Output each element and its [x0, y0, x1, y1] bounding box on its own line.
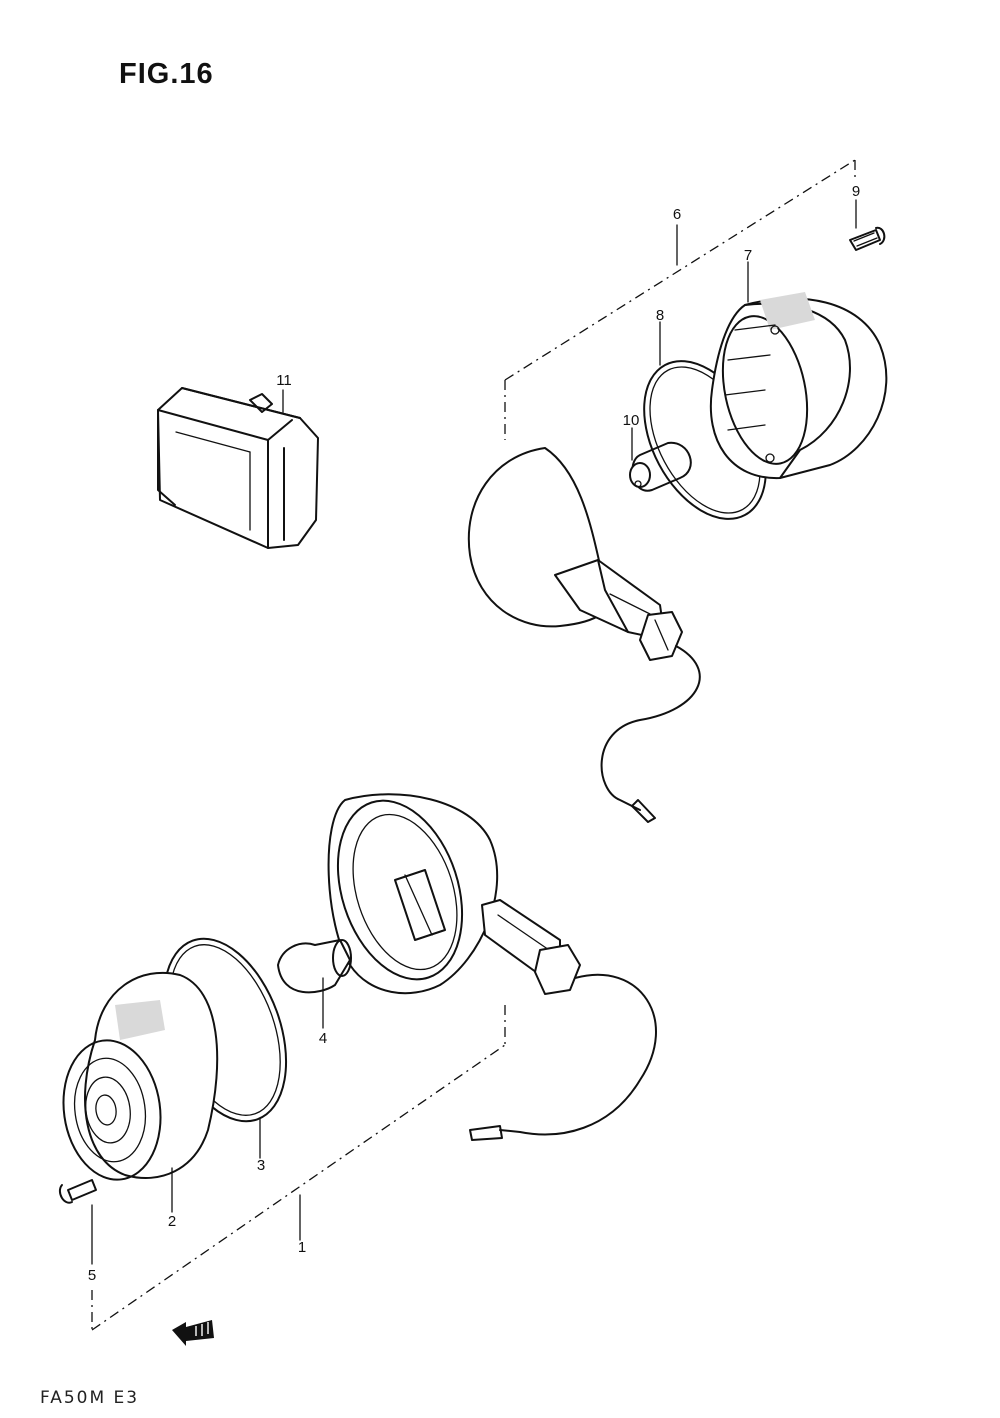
callout-numbers: 1 2 3 4 5 6 7 8 9 10 11 [88, 183, 860, 1284]
callout-9: 9 [852, 183, 860, 200]
callout-11: 11 [276, 372, 292, 389]
callout-2: 2 [168, 1213, 176, 1230]
front-direction-arrow-icon [172, 1320, 214, 1346]
model-code: FA50M E3 [40, 1388, 140, 1408]
callout-1: 1 [298, 1239, 306, 1256]
assembly-bracket-lines [91, 159, 856, 1331]
callout-10: 10 [623, 412, 640, 429]
callout-7: 7 [744, 247, 752, 264]
callout-8: 8 [656, 307, 664, 324]
part-11-flasher-relay [157, 387, 319, 549]
callout-3: 3 [257, 1157, 265, 1174]
callout-leader-lines [91, 199, 857, 1265]
callout-5: 5 [88, 1267, 96, 1284]
part-6-turn-signal-assembly-upper [467, 226, 888, 823]
callout-4: 4 [319, 1030, 327, 1047]
callout-6: 6 [673, 206, 681, 223]
part-1-turn-signal-assembly-lower [58, 793, 657, 1204]
figure-title: FIG.16 [119, 58, 214, 90]
